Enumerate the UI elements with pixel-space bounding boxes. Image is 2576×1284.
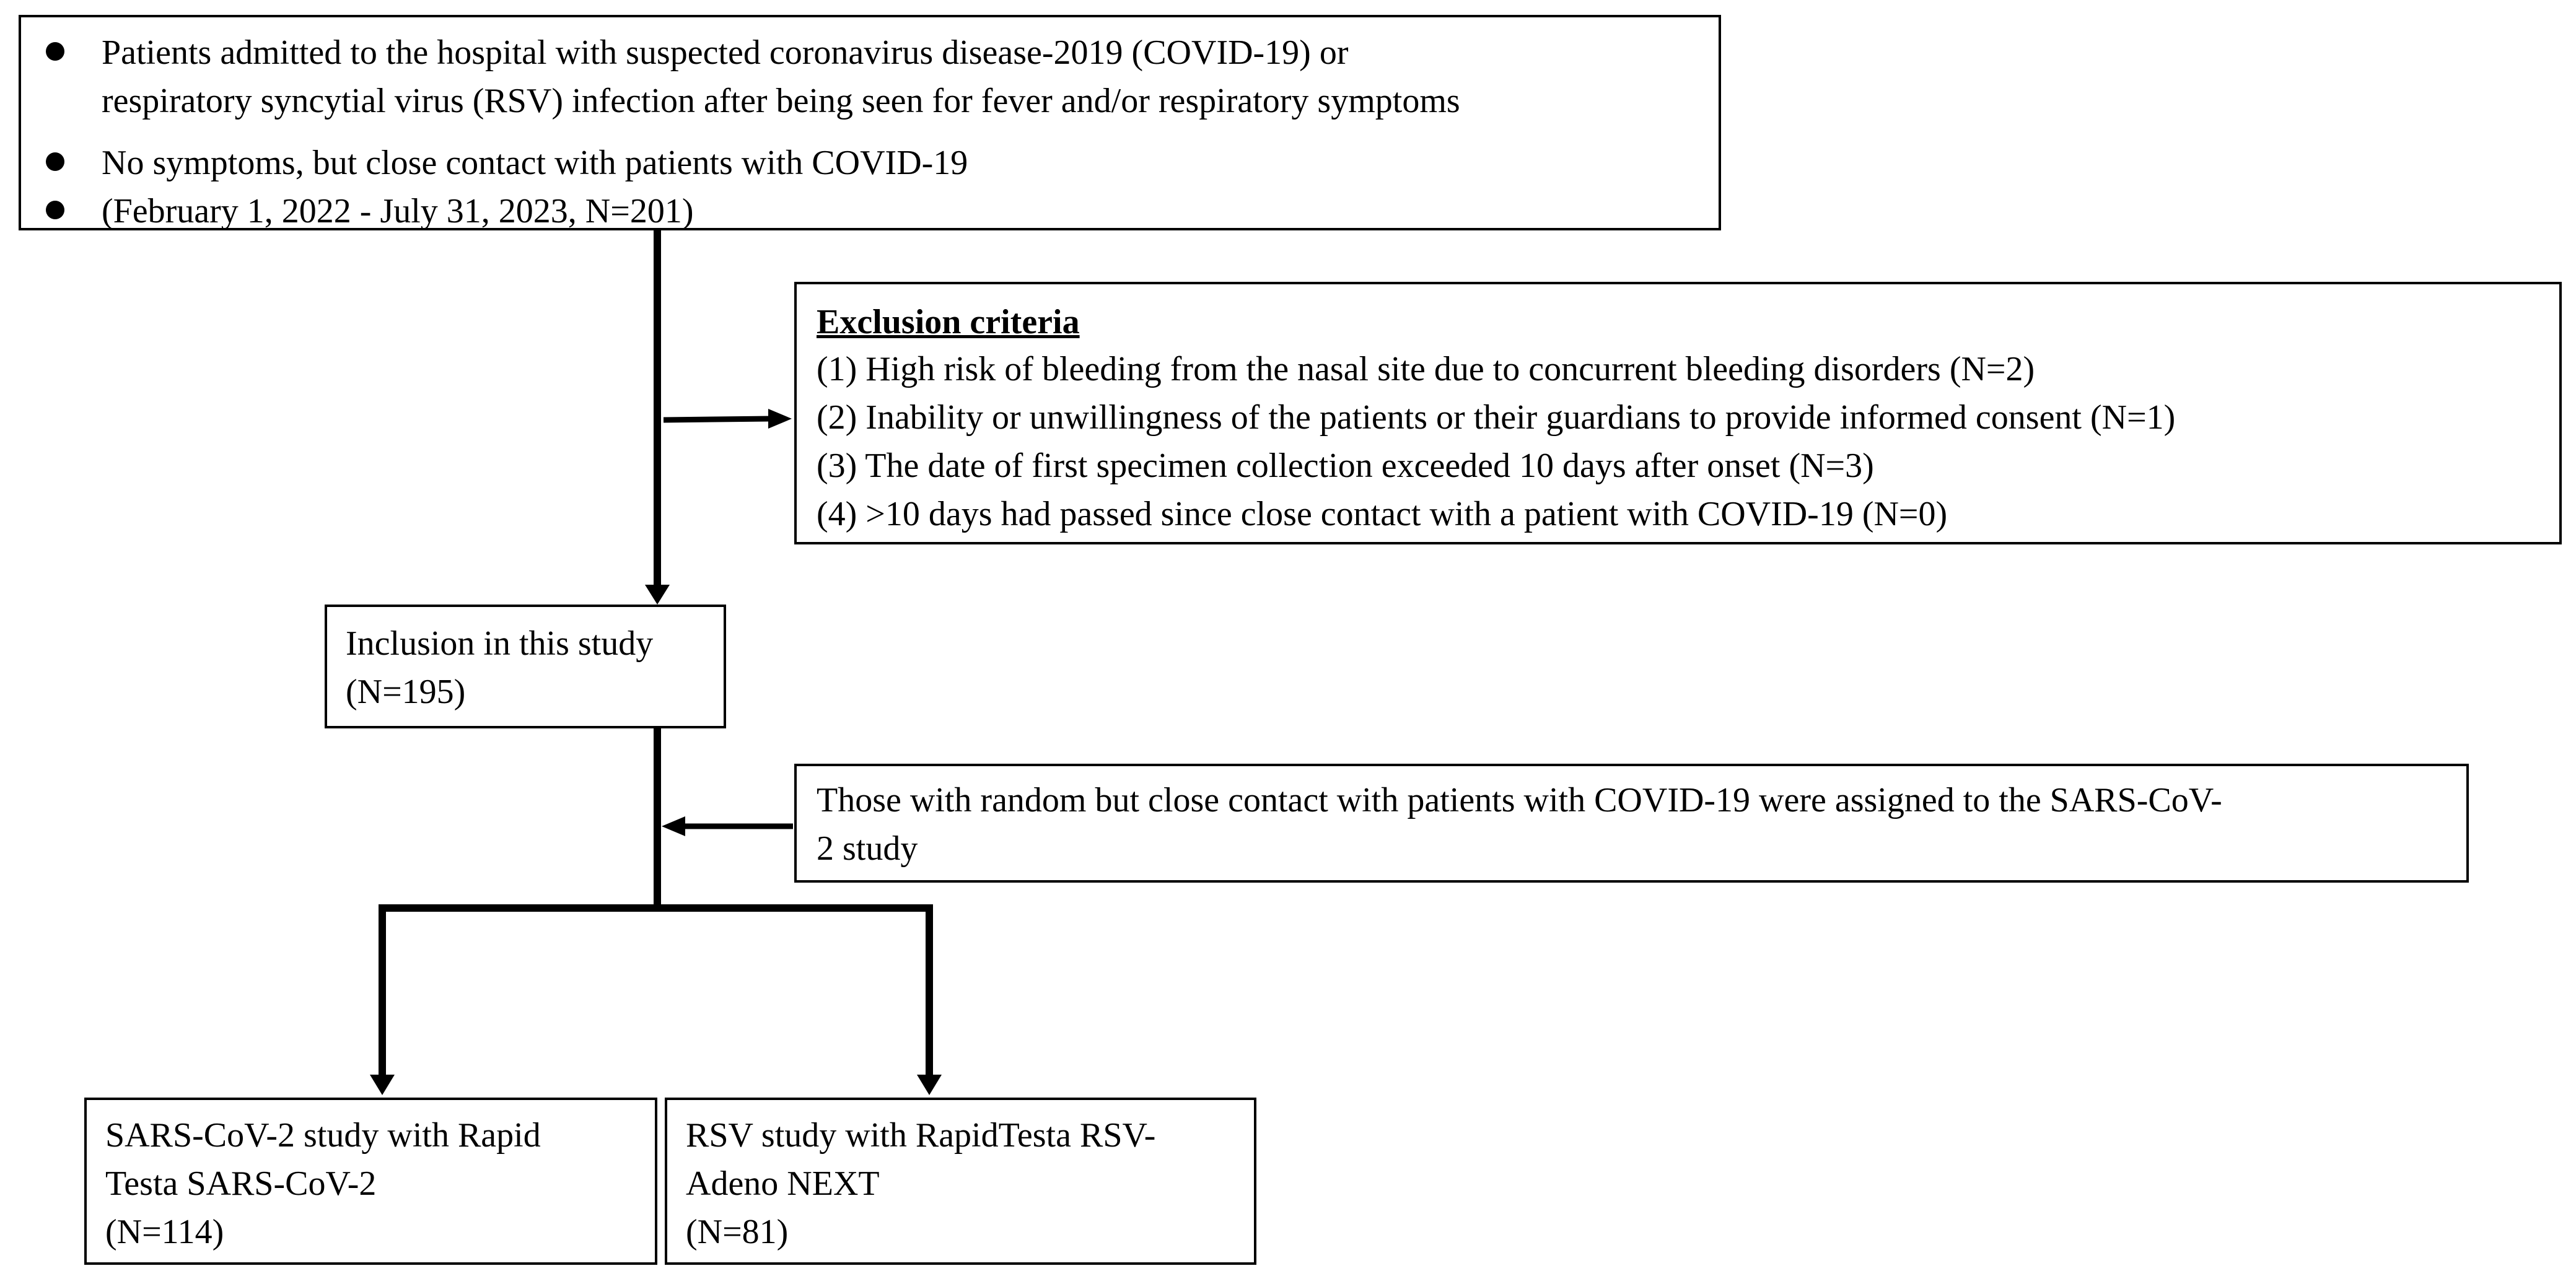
exclusion-criteria-box: Exclusion criteria (1) High risk of blee… — [794, 282, 2562, 544]
bullet-item: Patients admitted to the hospital with s… — [21, 28, 1719, 125]
bullet-icon — [46, 201, 64, 219]
arrowhead-inclusion — [645, 585, 670, 605]
exclusion-item: (4) >10 days had passed since close cont… — [817, 495, 1948, 533]
arrowhead-rsv — [917, 1075, 942, 1095]
assignment-text: Those with random but close contact with… — [817, 781, 2222, 868]
bullet-text: No symptoms, but close contact with pati… — [102, 144, 968, 182]
bullet-item: No symptoms, but close contact with pati… — [21, 139, 1719, 187]
sars-study-text: SARS-CoV-2 study with Rapid Testa SARS-C… — [105, 1116, 541, 1251]
rsv-study-box: RSV study with RapidTesta RSV- Adeno NEX… — [665, 1098, 1256, 1265]
inclusion-box: Inclusion in this study (N=195) — [325, 605, 726, 728]
exclusion-item: (1) High risk of bleeding from the nasal… — [817, 350, 2035, 388]
arrowhead-exclusion — [768, 409, 792, 429]
arrowhead-assignment — [662, 816, 685, 836]
arrowhead-sars — [370, 1075, 395, 1095]
assignment-note-box: Those with random but close contact with… — [794, 764, 2469, 883]
bullet-icon — [46, 152, 64, 171]
sars-cov-2-study-box: SARS-CoV-2 study with Rapid Testa SARS-C… — [84, 1098, 657, 1265]
bullet-text: (February 1, 2022 - July 31, 2023, N=201… — [102, 192, 694, 230]
eligible-population-box: Patients admitted to the hospital with s… — [19, 15, 1721, 230]
bullet-icon — [46, 42, 64, 61]
rsv-study-text: RSV study with RapidTesta RSV- Adeno NEX… — [686, 1116, 1156, 1251]
bullet-text: Patients admitted to the hospital with s… — [102, 33, 1460, 120]
exclusion-item: (2) Inability or unwillingness of the pa… — [817, 398, 2176, 437]
bullet-item: (February 1, 2022 - July 31, 2023, N=201… — [21, 187, 1719, 235]
arrow-to-exclusion — [663, 416, 772, 423]
exclusion-item: (3) The date of first specimen collectio… — [817, 447, 1874, 485]
exclusion-title: Exclusion criteria — [817, 303, 1080, 341]
inclusion-text: Inclusion in this study (N=195) — [346, 624, 654, 711]
